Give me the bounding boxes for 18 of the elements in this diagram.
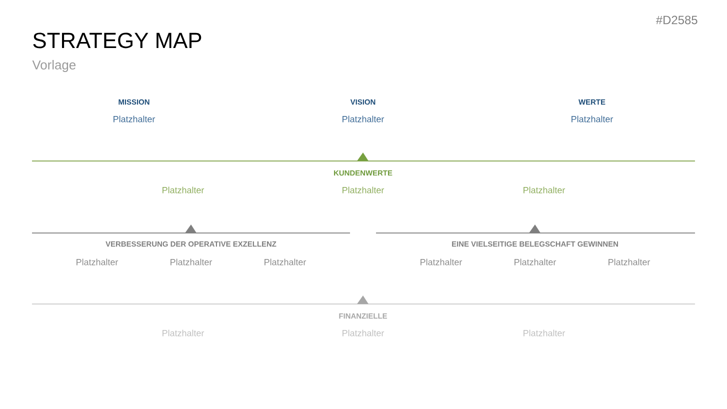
subtitle: Vorlage — [32, 60, 76, 72]
code-label: #D2585 — [656, 16, 698, 24]
placeholder-text: Platzhalter — [114, 116, 156, 122]
placeholder-text: Platzhalter — [608, 258, 650, 266]
placeholder-text: Platzhalter — [342, 116, 384, 122]
placeholder-text: Platzhalter — [76, 258, 118, 266]
placeholder-text: Platzhalter — [162, 330, 204, 336]
placeholder-text: Platzhalter — [524, 330, 566, 336]
title: STRATEGY MAP — [33, 32, 202, 48]
placeholder-text: Platzhalter — [170, 258, 212, 266]
placeholder-text: Platzhalter — [420, 258, 462, 266]
placeholder-text: Platzhalter — [264, 258, 306, 266]
placeholder-text: Platzhalter — [572, 116, 614, 122]
placeholder-text: Platzhalter — [342, 330, 384, 336]
placeholder-text: Platzhalter — [162, 186, 204, 194]
placeholder-text: Platzhalter — [524, 186, 566, 194]
placeholder-text: Platzhalter — [514, 258, 556, 266]
placeholder-text: Platzhalter — [342, 186, 384, 194]
